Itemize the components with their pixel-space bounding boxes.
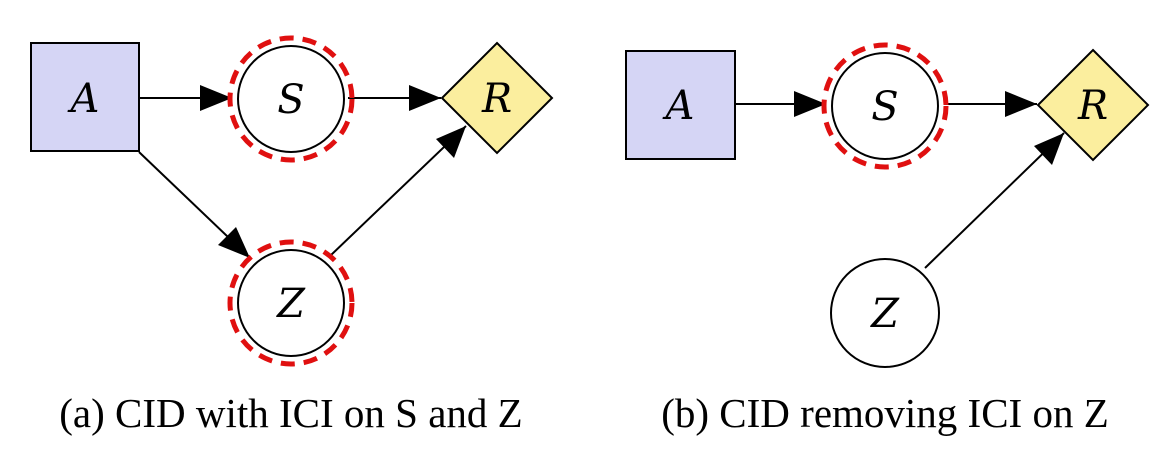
- node-a-decision: A: [625, 50, 736, 160]
- edge-z-to-r-arrowhead: [436, 126, 466, 158]
- node-z-chance: Z: [830, 258, 940, 368]
- node-r-label: R: [481, 76, 512, 122]
- edge-a-to-s-arrowhead: [200, 85, 232, 111]
- node-r-utility: R: [1036, 48, 1150, 162]
- edge-z-to-r: [924, 132, 1065, 269]
- node-a-label: A: [67, 76, 100, 122]
- node-a-decision: A: [30, 42, 140, 152]
- ici-highlight-s: [227, 35, 355, 163]
- node-a-label: A: [662, 83, 695, 129]
- caption-b: (b) CID removing ICI on Z: [661, 390, 1109, 436]
- node-s-label: S: [871, 84, 898, 130]
- node-s-chance: S: [227, 35, 355, 163]
- node-r-label: R: [1077, 83, 1108, 129]
- edge-s-to-r-arrowhead: [409, 85, 441, 111]
- ici-highlight-z: [227, 239, 355, 367]
- diagram-b: A S R Z (b) CID removing ICI on Z: [625, 42, 1150, 436]
- node-z-label: Z: [869, 291, 900, 337]
- node-z-chance: Z: [227, 239, 355, 367]
- edge-z-to-r: [329, 125, 467, 257]
- node-s-chance: S: [821, 42, 949, 170]
- caption-a: (a) CID with ICI on S and Z: [59, 390, 522, 436]
- edge-z-to-r-arrowhead: [1034, 133, 1064, 165]
- node-s-label: S: [277, 77, 304, 123]
- diagram-a: A S R Z (a) CID with ICI on S and Z: [30, 35, 554, 436]
- edge-a-to-z-arrowhead: [218, 227, 250, 258]
- node-r-utility: R: [440, 41, 554, 155]
- edge-s-to-r-arrowhead: [1005, 91, 1037, 117]
- node-z-label: Z: [275, 281, 306, 327]
- edge-a-to-s-arrowhead: [794, 91, 826, 117]
- ici-highlight-s: [821, 42, 949, 170]
